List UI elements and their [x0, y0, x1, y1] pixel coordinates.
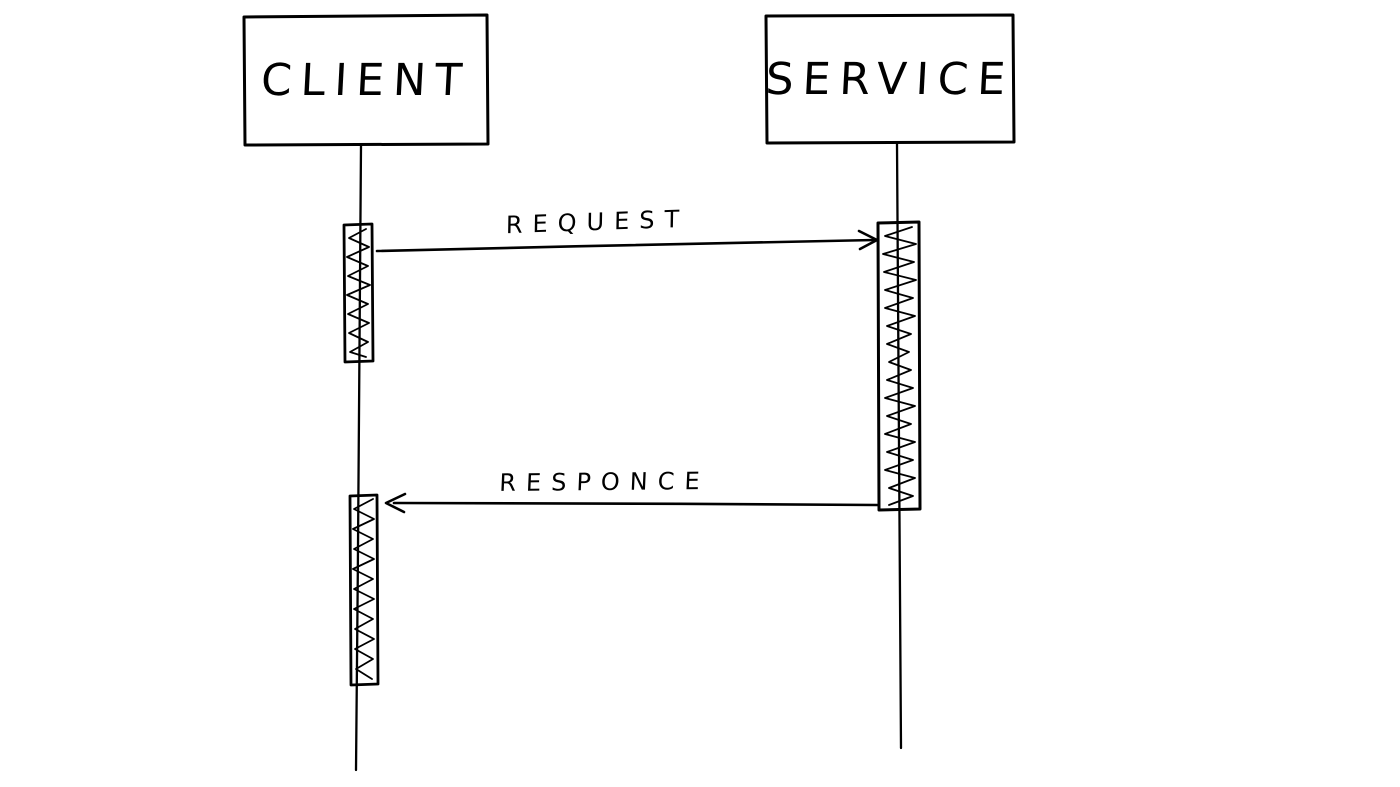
client-actor-box	[242, 13, 490, 147]
service-actor-label: SERVICE	[764, 53, 1016, 105]
request-arrow	[375, 229, 879, 253]
client-activation-bar-2	[348, 493, 380, 687]
client-lifeline	[354, 144, 363, 772]
client-activation-bar-1	[342, 222, 375, 364]
scribble-fill	[346, 228, 371, 358]
client-actor-label: CLIENT	[259, 55, 473, 106]
service-activation-bar	[876, 220, 922, 512]
response-arrow	[384, 492, 879, 514]
arrowhead-right-icon	[857, 229, 879, 251]
service-lifeline	[895, 142, 903, 750]
arrowhead-left-icon	[384, 492, 407, 514]
scribble-fill	[882, 226, 917, 506]
scribble-fill	[352, 498, 375, 680]
service-actor-box	[764, 13, 1016, 145]
response-message-label: RESPONCE	[498, 467, 711, 497]
